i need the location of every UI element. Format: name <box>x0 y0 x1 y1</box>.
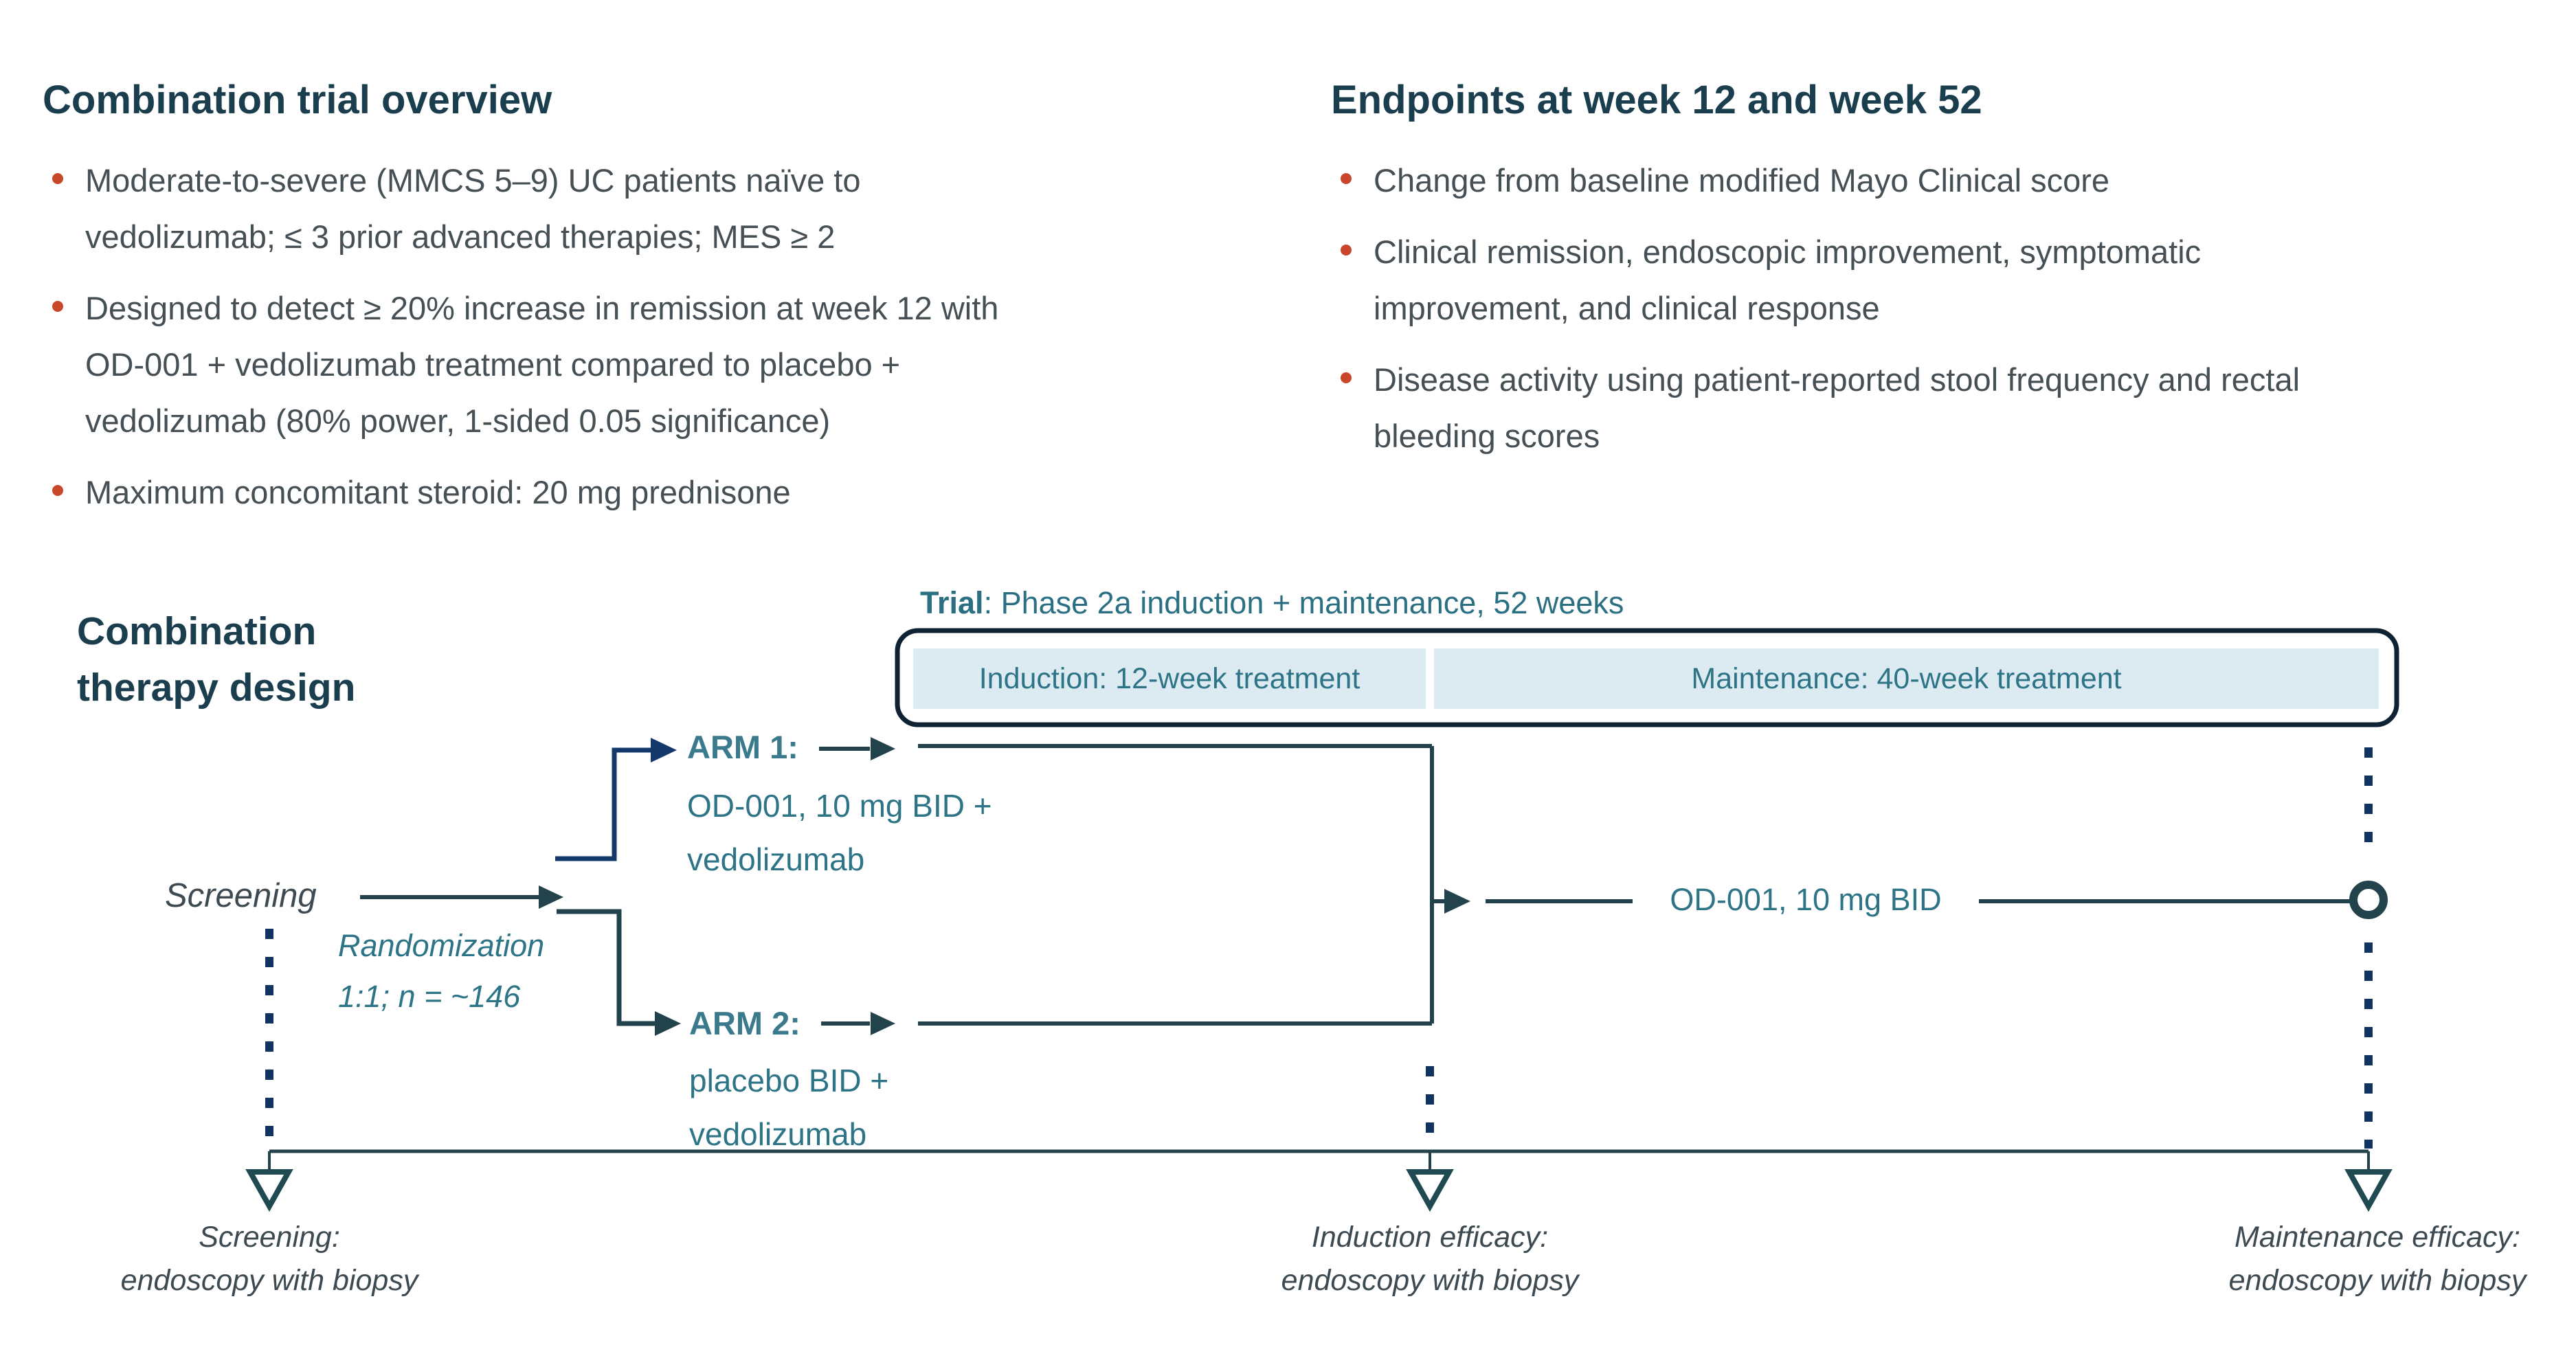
arm1-name: ARM 1: <box>687 729 798 765</box>
left-panel-title: Combination trial overview <box>43 78 552 122</box>
induction-phase-label: Induction: 12-week treatment <box>978 662 1360 695</box>
bullet-line: Disease activity using patient-reported … <box>1374 361 2300 398</box>
trial-duration-label-rest: : Phase 2a induction + maintenance, 52 w… <box>983 585 1624 620</box>
maintenance-phase-rect <box>1434 648 2379 709</box>
bullet-line: Designed to detect ≥ 20% increase in rem… <box>85 290 999 326</box>
list-item: Clinical remission, endoscopic improveme… <box>1331 224 2300 337</box>
bullet-line: vedolizumab (80% power, 1-sided 0.05 sig… <box>85 403 831 439</box>
bullet-dot <box>52 173 63 184</box>
arm2-detail: placebo BID + vedolizumab <box>689 1054 888 1161</box>
bullet-dot <box>52 485 63 496</box>
bullet-line: bleeding scores <box>1374 418 1600 454</box>
bullet-dot <box>1341 173 1352 184</box>
merge-arrowhead-icon <box>1444 889 1470 914</box>
randomization-note: Randomization 1:1; n = ~146 <box>338 920 544 1022</box>
arm2-detail-line: placebo BID + <box>689 1063 889 1098</box>
marker-label-line: Screening: <box>199 1221 340 1254</box>
arm2-label-arrowhead-icon <box>871 1012 895 1035</box>
bullet-line: Moderate-to-severe (MMCS 5–9) UC patient… <box>85 162 861 199</box>
biopsy-triangle-icon <box>1406 1169 1454 1212</box>
marker-label-line: endoscopy with biopsy <box>120 1264 418 1297</box>
arm1-label-arrowhead-icon <box>871 737 895 760</box>
randomization-note-line: Randomization <box>338 928 545 963</box>
induction-efficacy-label: Induction efficacy: endoscopy with biops… <box>1189 1216 1670 1302</box>
endpoint-circle-icon <box>2349 881 2388 919</box>
biopsy-triangle-icon <box>2344 1169 2393 1212</box>
left-panel-bullets: Moderate-to-severe (MMCS 5–9) UC patient… <box>43 152 998 536</box>
trial-duration-label-bold: Trial <box>920 585 984 620</box>
marker-label-line: endoscopy with biopsy <box>2228 1264 2527 1297</box>
arm1-branch-arrowhead-icon <box>651 738 677 762</box>
biopsy-triangle-icon <box>245 1169 293 1212</box>
arm2-detail-line: vedolizumab <box>689 1116 867 1152</box>
randomization-note-line: 1:1; n = ~146 <box>338 979 521 1014</box>
screening-biopsy-label: Screening: endoscopy with biopsy <box>29 1216 510 1302</box>
diagram-title: Combination therapy design <box>77 603 355 716</box>
arm2-branch-arrowhead-icon <box>655 1011 681 1036</box>
bullet-line: improvement, and clinical response <box>1374 290 1880 326</box>
induction-phase-rect <box>913 648 1426 709</box>
list-item: Disease activity using patient-reported … <box>1331 352 2300 464</box>
maintenance-phase-label: Maintenance: 40-week treatment <box>1691 662 2122 695</box>
arm2-name: ARM 2: <box>689 1005 800 1041</box>
trial-duration-label: Trial: Phase 2a induction + maintenance,… <box>920 585 1624 621</box>
maintenance-treatment-label: OD-001, 10 mg BID <box>1670 882 1942 917</box>
list-item: Designed to detect ≥ 20% increase in rem… <box>43 280 998 449</box>
arm1-branch-connector <box>555 747 653 861</box>
bullet-line: Clinical remission, endoscopic improveme… <box>1374 234 2202 270</box>
right-panel-title: Endpoints at week 12 and week 52 <box>1331 78 1982 122</box>
bullet-dot <box>1341 245 1352 256</box>
arm1-detail: OD-001, 10 mg BID + vedolizumab <box>687 779 992 886</box>
arm1-detail-line: OD-001, 10 mg BID + <box>687 788 992 824</box>
marker-label-line: Induction efficacy: <box>1311 1221 1549 1254</box>
marker-label-line: endoscopy with biopsy <box>1281 1264 1579 1297</box>
list-item: Maximum concomitant steroid: 20 mg predn… <box>43 464 998 521</box>
bullet-dot <box>1341 372 1352 383</box>
list-item: Moderate-to-severe (MMCS 5–9) UC patient… <box>43 152 998 265</box>
bullet-line: OD-001 + vedolizumab treatment compared … <box>85 346 901 383</box>
marker-label-line: Maintenance efficacy: <box>2235 1221 2520 1254</box>
bullet-line: Maximum concomitant steroid: 20 mg predn… <box>85 474 791 510</box>
list-item: Change from baseline modified Mayo Clini… <box>1331 152 2300 209</box>
right-panel-bullets: Change from baseline modified Mayo Clini… <box>1331 152 2300 479</box>
bullet-line: Change from baseline modified Mayo Clini… <box>1374 162 2110 199</box>
arm1-detail-line: vedolizumab <box>687 841 865 877</box>
bullet-dot <box>52 301 63 312</box>
diagram-title-line: therapy design <box>77 666 356 710</box>
screening-arrowhead-icon <box>539 885 563 909</box>
screening-step-label: Screening <box>165 877 317 914</box>
bullet-line: vedolizumab; ≤ 3 prior advanced therapie… <box>85 218 836 255</box>
arm2-branch-connector <box>557 909 657 1026</box>
diagram-title-line: Combination <box>77 609 317 653</box>
maintenance-efficacy-label: Maintenance efficacy: endoscopy with bio… <box>2137 1216 2576 1302</box>
